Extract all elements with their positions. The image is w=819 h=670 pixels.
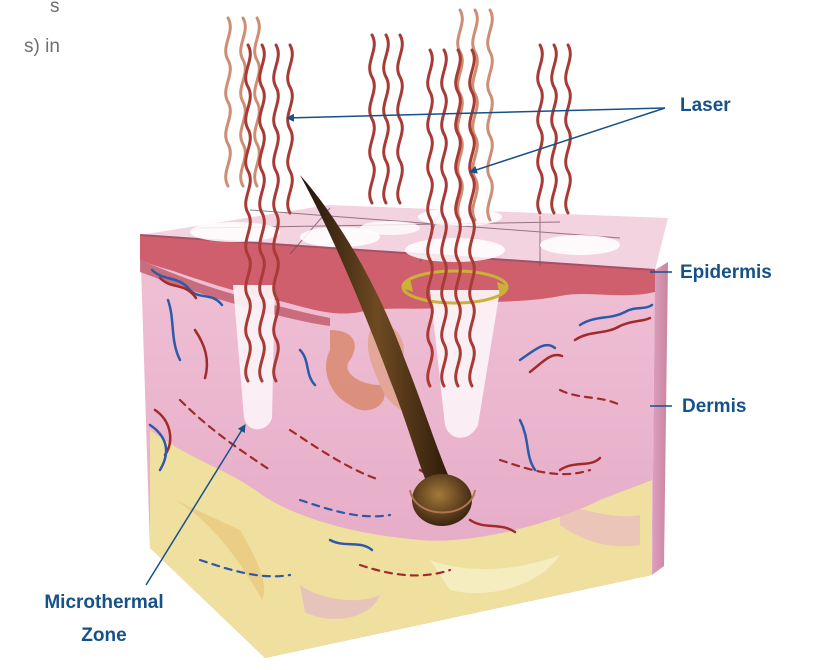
- laser-leader-2: [470, 108, 665, 172]
- epidermis-label: Epidermis: [680, 262, 772, 285]
- laser-label: Laser: [680, 95, 731, 118]
- microthermal-zone-label: Microthermal Zone: [18, 592, 190, 648]
- dermis-label: Dermis: [682, 396, 746, 419]
- microthermal-label-line1: Microthermal: [18, 592, 190, 615]
- microthermal-label-line2: Zone: [18, 625, 190, 648]
